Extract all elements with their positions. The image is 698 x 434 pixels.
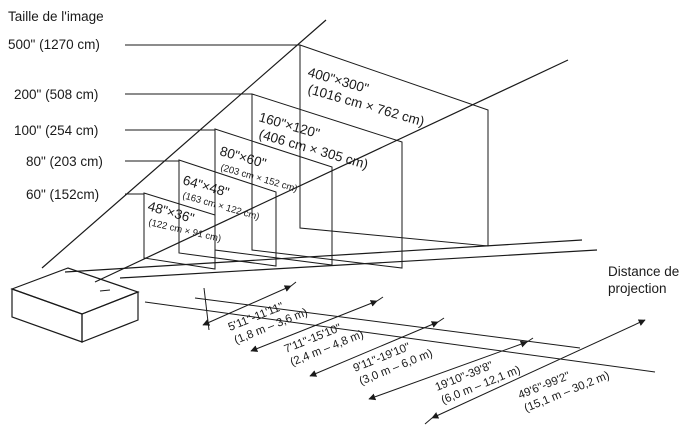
- size-label-60: 60" (152cm): [26, 187, 99, 202]
- size-label-100: 100" (254 cm): [14, 123, 98, 138]
- image-size-title: Taille de l'image: [8, 9, 104, 24]
- size-leaders: [125, 44, 300, 195]
- projection-distance-label-line1: Distance de: [608, 264, 679, 279]
- size-label-500: 500" (1270 cm): [8, 37, 100, 52]
- size-label-80: 80" (203 cm): [26, 154, 103, 169]
- size-label-200: 200" (508 cm): [14, 87, 98, 102]
- distance-arrows: [202, 281, 646, 425]
- projection-lines: [41, 19, 598, 292]
- screen-60-panel: [143, 192, 216, 270]
- projector: [10, 267, 140, 343]
- projection-distance-label-line2: projection: [608, 281, 667, 296]
- screen-200-panel: [251, 93, 403, 269]
- screen-80-panel: [178, 159, 277, 267]
